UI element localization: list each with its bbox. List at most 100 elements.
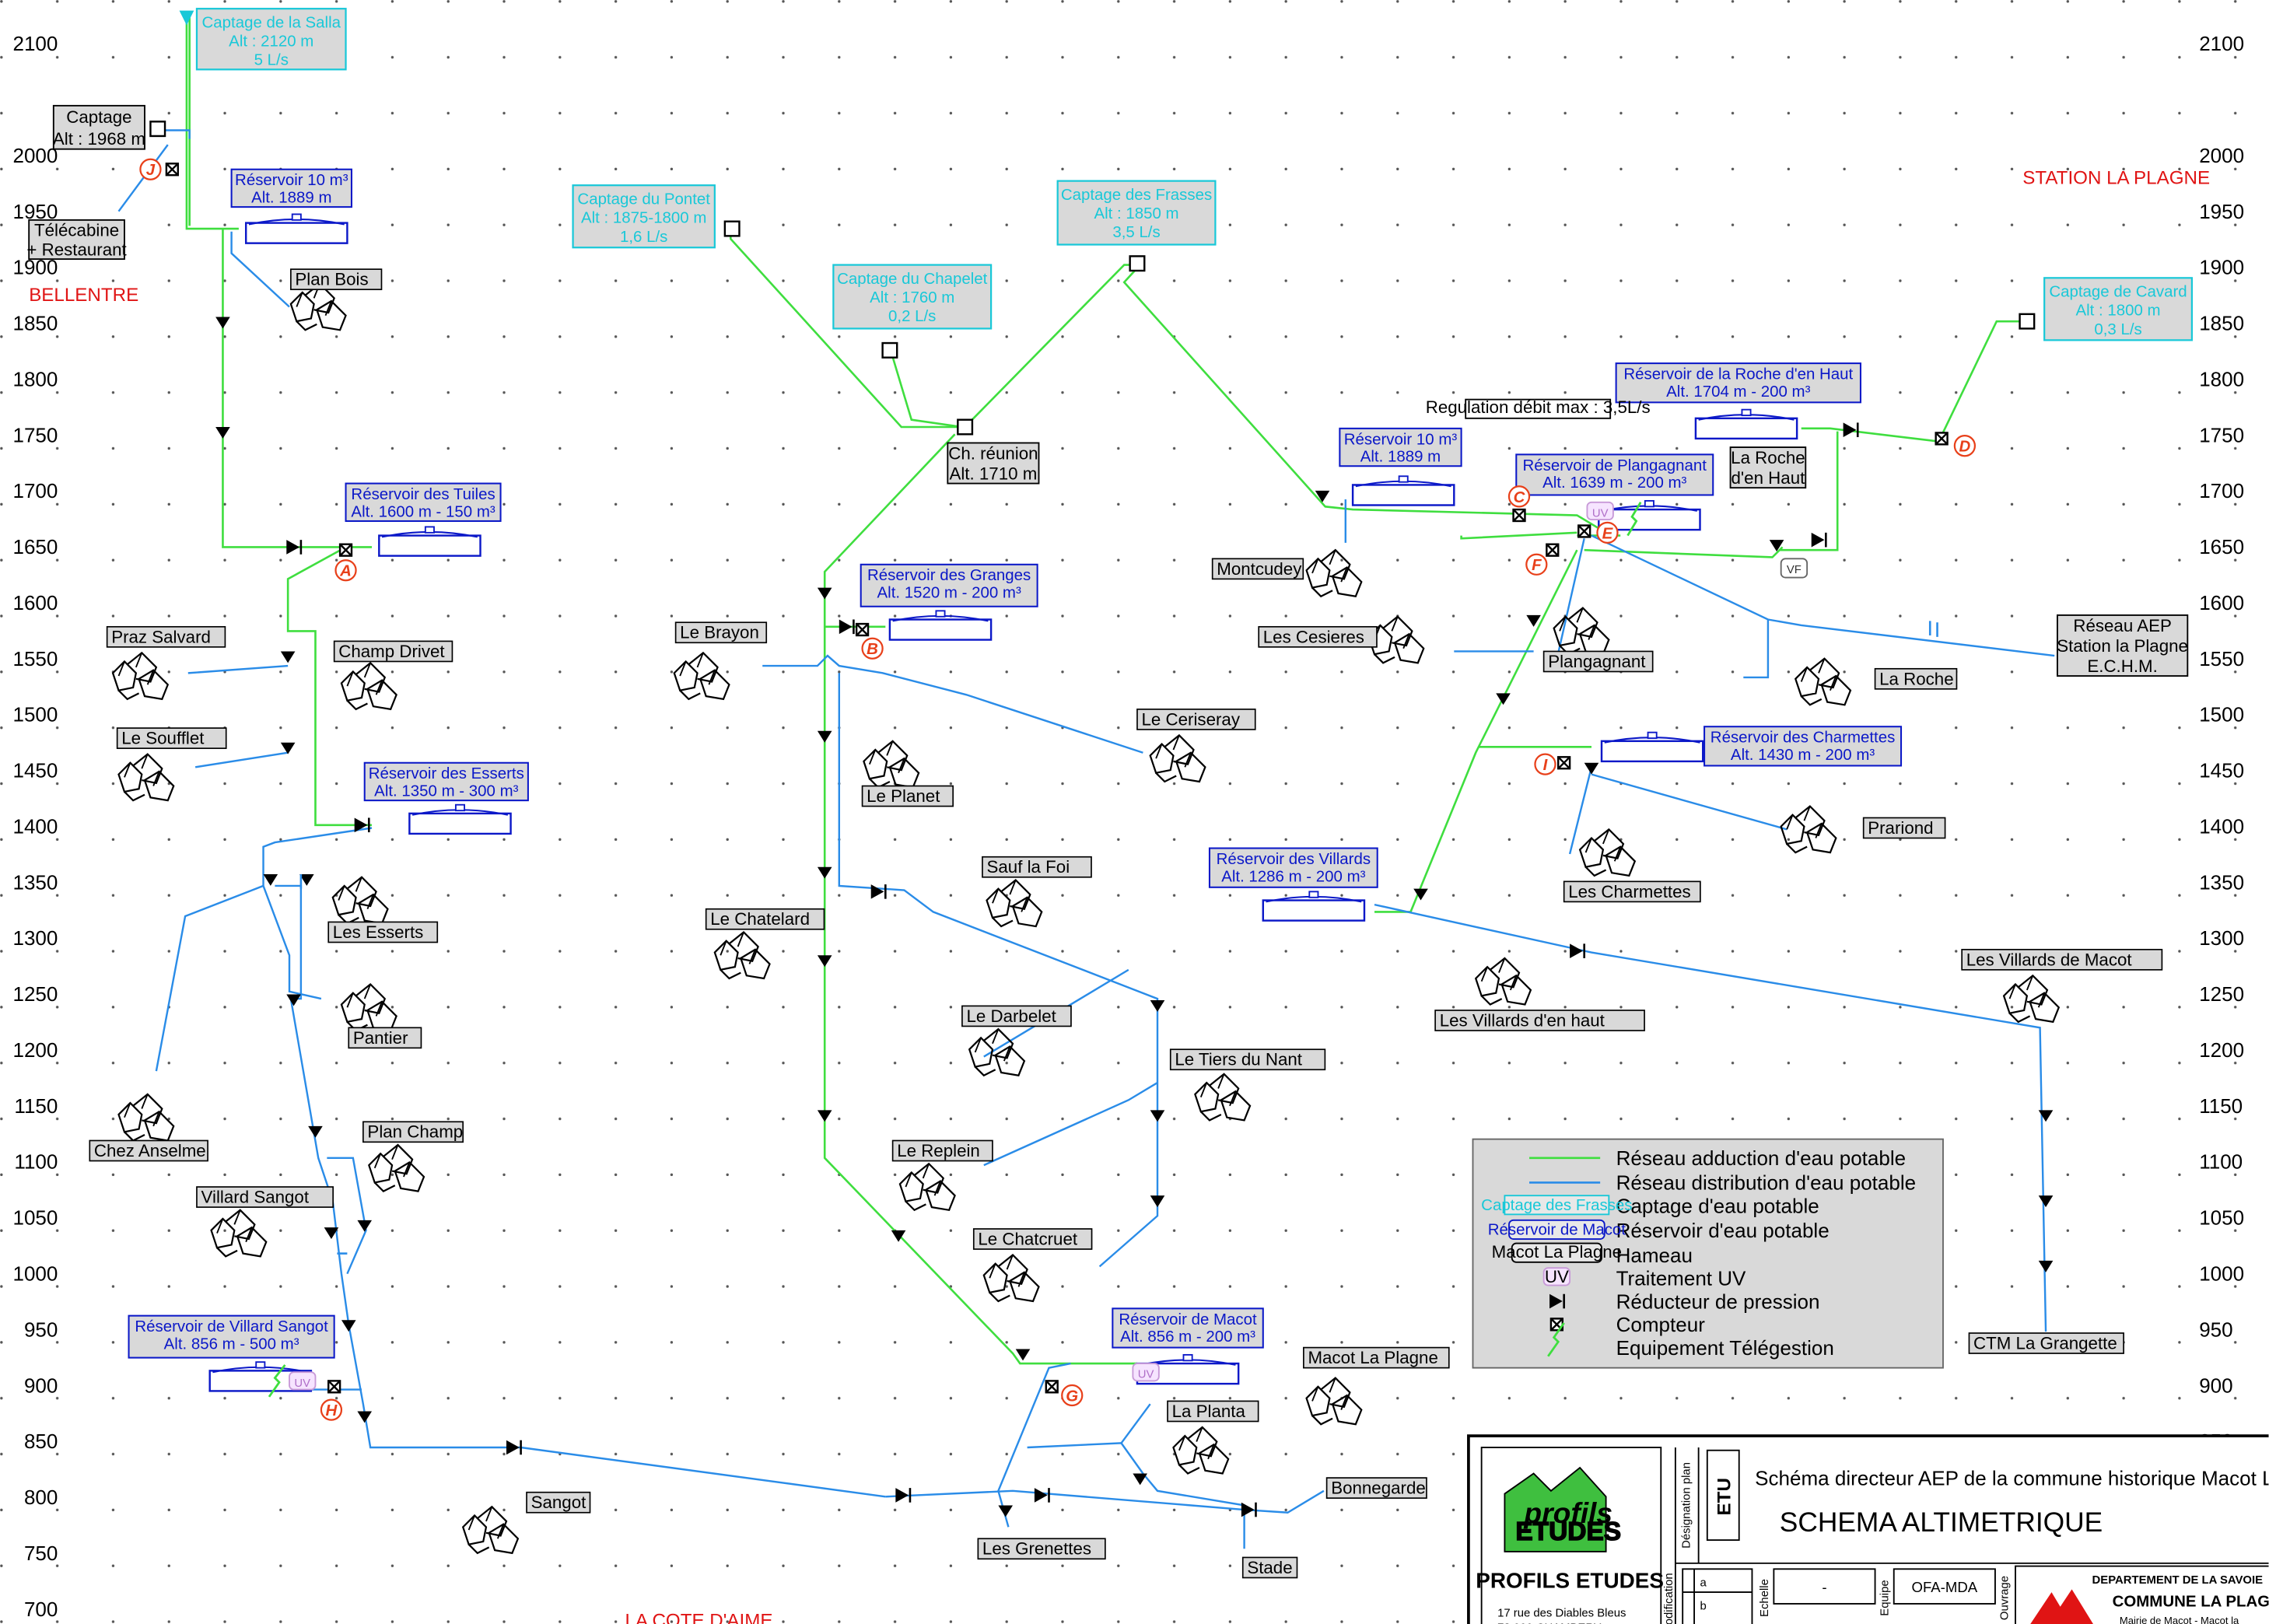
legend-hameau-sample-text: Macot La Plagne: [1492, 1242, 1622, 1262]
commune-name: COMMUNE LA PLAGNE T: [2113, 1593, 2269, 1611]
hamlet-label: Les Villards de Macot: [1966, 950, 2133, 969]
hamlet-label: Plangagnant: [1548, 652, 1646, 671]
hamlet-label-box: [333, 640, 453, 663]
telecabine-box-text: Télécabine: [34, 220, 119, 240]
altitude-tick: 1600: [2199, 591, 2244, 614]
altitude-tick: 1650: [2199, 535, 2244, 558]
reservoir-details: Alt. 1286 m - 200 m³: [1221, 867, 1365, 885]
region-label: BELLENTRE: [29, 285, 138, 306]
project-name: Schéma directeur AEP de la commune histo…: [1755, 1466, 2268, 1489]
echelle-label: Echelle: [1759, 1579, 1771, 1617]
altitude-tick: 1150: [2199, 1094, 2243, 1118]
point-marker: [1596, 521, 1619, 544]
hamlet-label-box: [674, 621, 768, 644]
hamlet-label-box: [1258, 625, 1378, 648]
hamlet-label-box: [327, 921, 439, 943]
region-label: STATION LA PLAGNE: [2022, 167, 2210, 188]
captage-altitude: Alt : 1800 m: [2075, 302, 2160, 320]
altitude-tick: 2000: [2199, 144, 2244, 167]
altitude-tick: 1500: [12, 703, 58, 726]
logo-script: profils: [1523, 1496, 1612, 1529]
reseau-aep-box: [2056, 614, 2189, 677]
legend-hameau-sample: [1511, 1242, 1602, 1263]
chambre-reunion-box-text: Alt. 1710 m: [949, 464, 1037, 484]
hamlet-label: Le Planet: [867, 786, 940, 806]
reservoir-box: [1615, 362, 1861, 404]
captage-name: Captage de Cavard: [2049, 283, 2187, 301]
drawing-title: SCHEMA ALTIMETRIQUE: [1780, 1507, 2103, 1538]
captage-flow: 3,5 L/s: [1112, 223, 1160, 241]
captage-box: [195, 8, 347, 71]
captage-symbols: [149, 10, 2036, 436]
reservoir-details: Alt. 1520 m - 200 m³: [877, 584, 1021, 602]
reservoir-box: [128, 1314, 335, 1359]
point-marker-letter: H: [326, 1402, 338, 1419]
altitude-tick: 1450: [2199, 759, 2244, 782]
uv-label: UV: [294, 1377, 310, 1390]
reservoir-name: Réservoir de la Roche d'en Haut: [1623, 366, 1853, 383]
captage-point-box-text: Captage: [66, 107, 131, 127]
hamlet-label: CTM La Grangette: [1973, 1333, 2117, 1353]
captage-flow: 0,2 L/s: [888, 307, 936, 325]
altitude-tick: 750: [24, 1542, 58, 1565]
reservoir-name: Réservoir de Macot: [1119, 1311, 1257, 1328]
ouvrage-label: Ouvrage: [1999, 1576, 2012, 1620]
altitude-tick: 1450: [12, 759, 58, 782]
captage-name: Captage des Frasses: [1061, 186, 1212, 204]
reseau-aep-box-text: Réseau AEP: [2073, 616, 2171, 635]
hamlet-label-box: [1874, 667, 1958, 690]
reservoir-box: [1112, 1307, 1264, 1349]
hamlet-label-box: [1862, 817, 1946, 839]
reservoir-name: Réservoir des Tuiles: [351, 485, 495, 503]
reservoir-name: Réservoir 10 m³: [1344, 430, 1458, 448]
hamlet-label: Bonnegarde: [1331, 1479, 1426, 1498]
captage-flow: 0,3 L/s: [2094, 320, 2141, 338]
altitude-tick: 900: [24, 1374, 58, 1397]
altitude-tick: 1750: [2199, 423, 2244, 446]
hamlet-label: Le Darbelet: [966, 1006, 1056, 1026]
hamlet-label: Le Brayon: [680, 623, 759, 642]
reservoir-box: [1515, 453, 1714, 496]
hamlet-label-box: [196, 1186, 334, 1208]
hamlet-label: Les Grenettes: [982, 1539, 1091, 1559]
reservoir-details: Alt. 1350 m - 300 m³: [374, 782, 518, 800]
hamlet-label-box: [977, 1538, 1106, 1560]
captage-flow: 5 L/s: [254, 51, 289, 69]
valve-ticks: [299, 621, 1938, 1255]
vf-label: VF: [1787, 564, 1802, 576]
legend-item-label: Traitement UV: [1616, 1267, 1746, 1290]
altitude-tick: 1050: [2199, 1206, 2244, 1230]
altitude-tick: 1850: [2199, 312, 2244, 335]
altitude-tick: 700: [24, 1598, 58, 1621]
reseau-aep-box-text: E.C.H.M.: [2087, 656, 2157, 676]
hamlet-label-box: [116, 727, 227, 749]
point-marker: [1061, 1384, 1084, 1407]
reservoir-name: Réservoir des Villards: [1217, 850, 1371, 868]
point-marker: [1534, 753, 1556, 775]
legend-captage-sample-text: Captage des Frasses: [1481, 1196, 1632, 1214]
reservoir-name: Réservoir de Villard Sangot: [135, 1318, 328, 1335]
departement: DEPARTEMENT DE LA SAVOIE: [2092, 1574, 2264, 1587]
hamlet-label: Pantier: [353, 1028, 408, 1048]
reservoir-details: Alt. 1889 m: [1360, 448, 1441, 466]
regulation-box: [1465, 398, 1612, 419]
hamlet-label-box: [982, 856, 1092, 878]
captage-box: [572, 184, 716, 249]
reservoir-box: [860, 563, 1038, 607]
hamlet-label-box: [1241, 1556, 1298, 1579]
altitude-tick: 1000: [2199, 1262, 2244, 1286]
altitude-tick: 1400: [12, 814, 58, 838]
altitude-tick: 1950: [12, 200, 58, 223]
company-city: 73 000 CHAMBERY: [1497, 1622, 1602, 1624]
altitude-tick: 1000: [12, 1262, 58, 1286]
hamlet-label: Chez Anselme: [94, 1141, 206, 1160]
hamlet-label: Prariond: [1868, 818, 1933, 838]
point-marker: [320, 1398, 343, 1421]
modification-label: modification: [1663, 1573, 1675, 1624]
hamlet-label-box: [1961, 948, 2163, 971]
point-marker: [1525, 553, 1548, 576]
hamlet-label: Stade: [1247, 1558, 1292, 1577]
uv-label: UV: [1138, 1369, 1154, 1381]
adduction-network: [185, 17, 2026, 1365]
hamlet-label-box: [1542, 650, 1654, 673]
